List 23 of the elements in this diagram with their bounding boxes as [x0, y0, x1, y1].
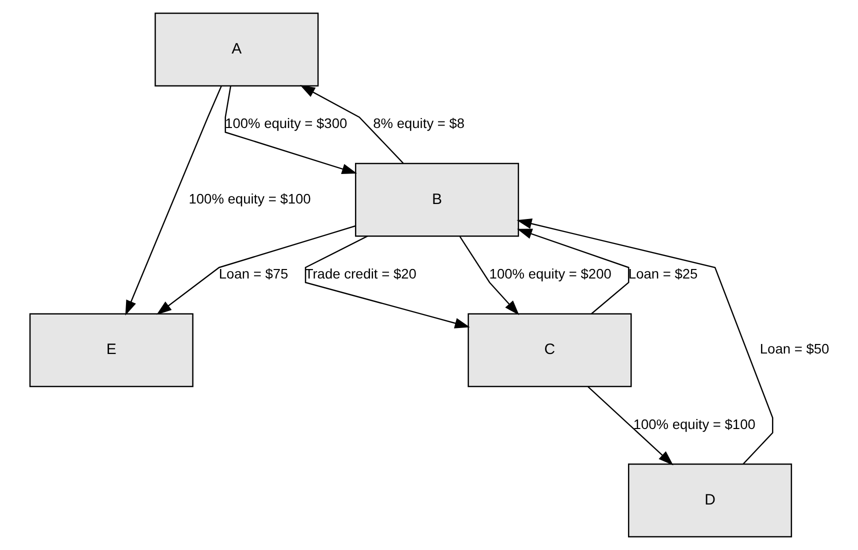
arrow — [299, 85, 404, 164]
edge-label: 100% equity = $200 — [488, 266, 611, 282]
node-box: B — [354, 162, 519, 237]
edge-label: Trade credit = $20 — [304, 266, 416, 282]
edge-label: 8% equity = $8 — [372, 116, 464, 132]
arrow — [304, 236, 470, 328]
edge-label: Loan = $75 — [218, 266, 288, 282]
node-box: A — [154, 12, 318, 87]
arrow — [458, 236, 519, 316]
edge-label: 100% equity = $100 — [188, 191, 310, 206]
edge-label: Loan = $50 — [759, 342, 829, 357]
arrow — [516, 218, 773, 464]
edge-label: 100% equity = $300 — [224, 116, 347, 132]
edge-label: Loan = $25 — [628, 266, 698, 282]
arrow — [224, 86, 356, 174]
arrow — [587, 386, 673, 466]
arrow — [124, 86, 222, 316]
node-box: E — [28, 313, 193, 388]
node-box: C — [467, 313, 632, 388]
arrow — [156, 225, 355, 315]
edge-label: 100% equity = $100 — [632, 416, 755, 432]
arrow — [516, 228, 629, 314]
node-box: D — [628, 463, 792, 538]
